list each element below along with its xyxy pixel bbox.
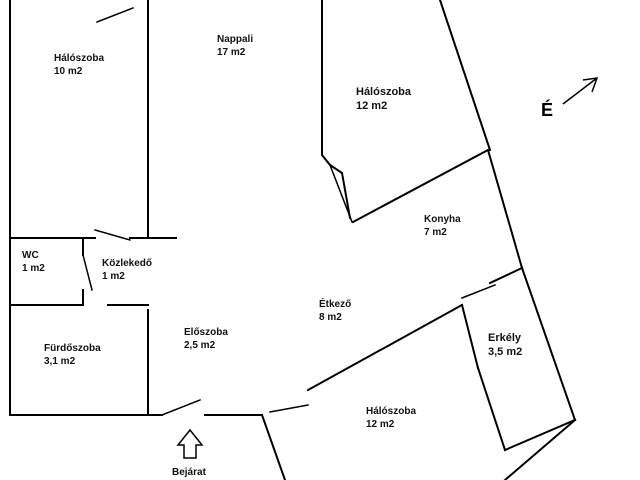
room-label-bedroom-12-bottom: Hálószoba 12 m2: [366, 405, 416, 431]
room-area: 8 m2: [319, 312, 342, 323]
room-name: Hálószoba: [356, 86, 412, 98]
room-name: Nappali: [217, 34, 254, 45]
room-name: Konyha: [424, 214, 461, 225]
room-area: 1 m2: [22, 263, 45, 274]
wall: [460, 303, 480, 370]
wall: [306, 303, 464, 392]
room-area: 2,5 m2: [184, 340, 216, 351]
room-area: 12 m2: [356, 100, 388, 112]
room-area: 3,5 m2: [488, 346, 523, 358]
room-name: Közlekedő: [102, 258, 153, 269]
up-arrow-outline-icon: [176, 428, 204, 459]
room-label-living: Nappali 17 m2: [217, 33, 253, 59]
wall: [9, 0, 149, 416]
door: [161, 399, 201, 416]
room-name: Hálószoba: [366, 406, 417, 417]
room-label-wc: WC 1 m2: [22, 249, 45, 275]
door: [269, 404, 309, 413]
room-name: Erkély: [488, 332, 522, 344]
room-label-kitchen: Konyha 7 m2: [424, 213, 461, 239]
wall: [438, 0, 492, 152]
door: [94, 229, 131, 241]
room-label-bedroom-10: Hálószoba 10 m2: [54, 52, 104, 78]
north-label: É: [541, 100, 554, 120]
room-area: 3,1 m2: [44, 356, 76, 367]
wall: [321, 0, 352, 220]
wall: [476, 366, 507, 452]
wall: [503, 418, 577, 452]
room-label-bathroom: Fürdőszoba 3,1 m2: [44, 342, 101, 368]
wall: [503, 418, 577, 480]
wall: [486, 148, 524, 270]
door: [461, 284, 496, 299]
room-label-hall: Előszoba 2,5 m2: [184, 326, 228, 352]
wall: [488, 266, 524, 285]
wall: [260, 413, 287, 480]
room-area: 7 m2: [424, 227, 447, 238]
entrance-label: Bejárat: [172, 467, 206, 478]
wall: [520, 266, 577, 422]
room-area: 12 m2: [366, 419, 395, 430]
room-name: Előszoba: [184, 327, 228, 338]
room-name: WC: [22, 250, 39, 261]
room-label-dining: Étkező 8 m2: [319, 298, 351, 324]
room-name: Étkező: [319, 299, 352, 310]
room-area: 1 m2: [102, 271, 125, 282]
room-name: Hálószoba: [54, 53, 105, 64]
room-label-balcony: Erkély 3,5 m2: [488, 331, 522, 359]
door: [82, 254, 93, 291]
room-area: 10 m2: [54, 66, 83, 77]
north-arrow-icon: [562, 77, 599, 105]
room-label-bedroom-12-top: Hálószoba 12 m2: [356, 85, 411, 113]
room-area: 17 m2: [217, 47, 246, 58]
door: [96, 7, 134, 23]
wall: [351, 148, 490, 224]
door: [329, 164, 353, 223]
room-label-corridor: Közlekedő 1 m2: [102, 257, 152, 283]
room-name: Fürdőszoba: [44, 343, 101, 354]
